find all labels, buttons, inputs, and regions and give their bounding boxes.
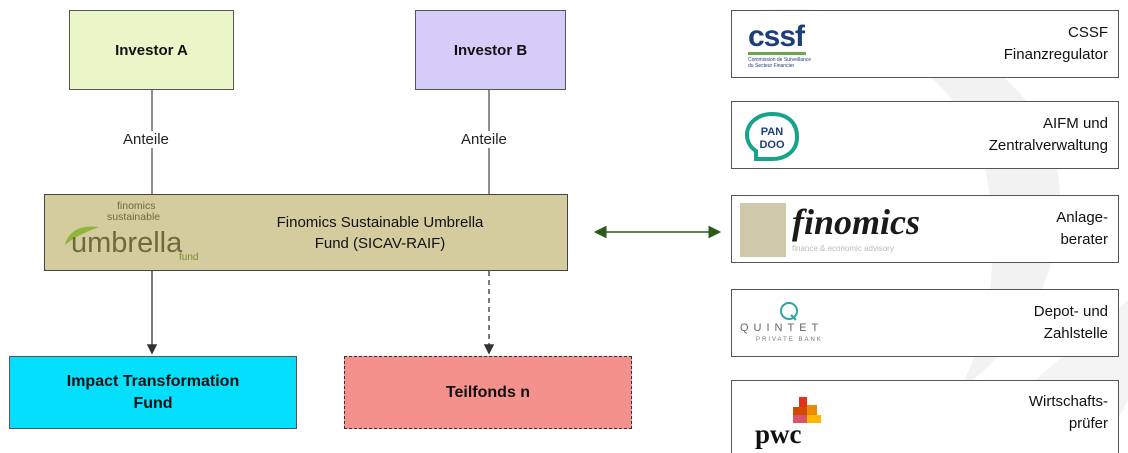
investor-a-label: Investor A: [115, 41, 188, 59]
provider-pandoo-role-line2: Zentralverwaltung: [988, 137, 1108, 154]
umbrella-logo-word: umbrella: [71, 227, 183, 259]
finomics-logo-word: finomics: [792, 202, 921, 242]
cssf-logo-bar: [748, 52, 806, 55]
pwc-logo: pwc: [755, 397, 835, 453]
subfund-impact-line1: Impact Transformation: [66, 372, 240, 390]
pwc-blocks-icon: [793, 397, 821, 423]
provider-pwc: pwc Wirtschafts- prüfer: [731, 380, 1119, 453]
quintet-logo-sub: PRIVATE BANK: [756, 337, 823, 343]
pandoo-logo-text-1: PAN: [761, 126, 783, 138]
quintet-logo-word: QUINTET: [740, 322, 824, 334]
cssf-logo-sub-2: du Secteur Financier: [748, 63, 795, 69]
provider-pwc-role: Wirtschafts- prüfer: [1029, 381, 1108, 445]
provider-cssf-role: CSSF Finanzregulator: [1004, 11, 1108, 77]
pwc-logo-word: pwc: [755, 419, 802, 449]
subfund-impact-transformation: Impact Transformation Fund: [9, 356, 297, 429]
umbrella-fund-box: finomics sustainable umbrella fund Finom…: [44, 194, 568, 271]
pandoo-logo-text-2: DOO: [759, 139, 785, 151]
subfund-impact-line2: Fund: [133, 394, 173, 412]
investor-a-box: Investor A: [69, 10, 234, 90]
cssf-logo: cssf Commission de Surveillance du Secte…: [748, 20, 812, 69]
provider-cssf: cssf Commission de Surveillance du Secte…: [731, 10, 1119, 78]
provider-pwc-role-line1: Wirtschafts-: [1028, 393, 1108, 410]
umbrella-logo-fund: fund: [179, 252, 199, 263]
flow-label-investor-b: Anteile: [458, 131, 510, 148]
provider-pandoo: PAN DOO AIFM und Zentralverwaltung: [731, 101, 1119, 169]
provider-pandoo-role: AIFM und Zentralverwaltung: [989, 102, 1108, 168]
provider-quintet-role: Depot- und Zahlstelle: [1034, 290, 1108, 356]
subfund-teilfonds-label: Teilfonds n: [445, 383, 531, 401]
umbrella-fund-name-line1: Finomics Sustainable Umbrella: [276, 214, 484, 231]
provider-finomics-role: Anlage- berater: [1056, 196, 1108, 262]
umbrella-leaf-icon: [65, 226, 99, 245]
pandoo-logo: PAN DOO: [744, 111, 800, 161]
provider-pwc-role-line2: prüfer: [1068, 415, 1108, 432]
provider-finomics-role-line1: Anlage-: [1056, 209, 1108, 226]
umbrella-fund-logo: finomics sustainable umbrella fund: [55, 199, 205, 267]
provider-quintet-role-line1: Depot- und: [1033, 303, 1108, 320]
provider-finomics-role-line2: berater: [1060, 231, 1108, 248]
provider-quintet: QUINTET PRIVATE BANK Depot- und Zahlstel…: [731, 289, 1119, 357]
umbrella-fund-name: Finomics Sustainable Umbrella Fund (SICA…: [255, 212, 505, 254]
umbrella-logo-finomics: finomics: [117, 200, 156, 212]
provider-quintet-role-line2: Zahlstelle: [1043, 325, 1108, 342]
investor-b-label: Investor B: [453, 41, 528, 59]
provider-cssf-role-line1: CSSF: [1067, 24, 1108, 41]
finomics-logo-square: [740, 203, 786, 257]
quintet-circle-icon: [780, 302, 798, 321]
cssf-logo-sub-1: Commission de Surveillance: [748, 57, 812, 63]
investor-b-box: Investor B: [415, 10, 566, 90]
subfund-teilfonds-n: Teilfonds n: [344, 356, 632, 429]
umbrella-fund-name-line2: Fund (SICAV-RAIF): [314, 235, 446, 252]
finomics-logo-sub: finance & economic advisory: [792, 244, 894, 253]
provider-finomics: finomics finance & economic advisory Anl…: [731, 195, 1119, 263]
flow-label-investor-a: Anteile: [120, 131, 172, 148]
quintet-logo: QUINTET PRIVATE BANK: [740, 300, 840, 350]
finomics-logo: finomics finance & economic advisory: [740, 202, 934, 257]
provider-cssf-role-line2: Finanzregulator: [1003, 46, 1108, 63]
cssf-logo-word: cssf: [748, 20, 805, 53]
provider-pandoo-role-line1: AIFM und: [1042, 115, 1108, 132]
umbrella-logo-sustainable: sustainable: [107, 211, 161, 223]
